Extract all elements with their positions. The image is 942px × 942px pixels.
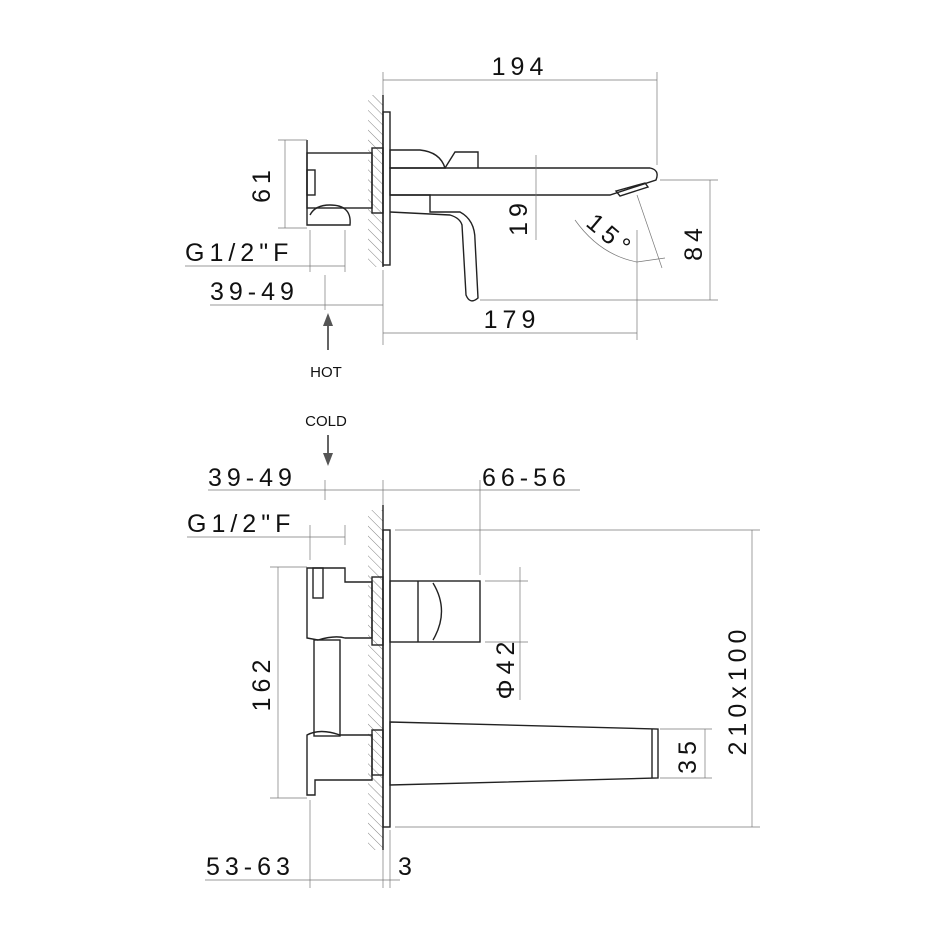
- dim-thread: G1/2"F: [185, 239, 293, 267]
- wall-plate: [382, 529, 391, 828]
- lever-handle: [389, 194, 479, 302]
- wall-hatch: [368, 510, 383, 850]
- cold-label: COLD: [305, 413, 347, 430]
- wall-hatch: [368, 95, 383, 267]
- valve-body-upper: [306, 567, 373, 641]
- handle-front: [389, 580, 481, 643]
- spout-side: [389, 167, 658, 196]
- dim-body-height-front: 162: [248, 655, 276, 712]
- dim-installation-depth: 53-63: [206, 853, 295, 881]
- dim-plate-size: 210x100: [724, 625, 752, 756]
- dim-depth: 39-49: [210, 278, 299, 306]
- hot-label: HOT: [310, 364, 342, 381]
- dim-spout-thickness: 19: [505, 198, 533, 236]
- wall-plate: [382, 111, 391, 266]
- valve-body: [306, 140, 351, 226]
- dim-thread-front: G1/2"F: [187, 510, 295, 538]
- valve-body-lower: [306, 730, 373, 796]
- dim-handle-diameter: Φ42: [492, 637, 520, 700]
- dim-angle: 15°: [581, 208, 639, 263]
- dim-depth-front: 39-49: [208, 464, 297, 492]
- front-view: COLD 39-49 66-56 G1/2"F 162: [187, 413, 760, 888]
- dim-spout-height: 84: [680, 223, 708, 261]
- dim-offset: 66-56: [482, 464, 571, 492]
- dim-spout-width: 35: [674, 736, 702, 774]
- spout-front: [389, 721, 659, 786]
- dim-plate-thickness: 3: [398, 853, 417, 881]
- dim-spout-reach: 179: [484, 306, 541, 334]
- dim-body-height: 61: [248, 165, 276, 203]
- side-view: 194 61 G1/2"F 39-49 179 19 15° 84 HOT: [185, 53, 718, 381]
- dim-overall-length: 194: [492, 53, 549, 81]
